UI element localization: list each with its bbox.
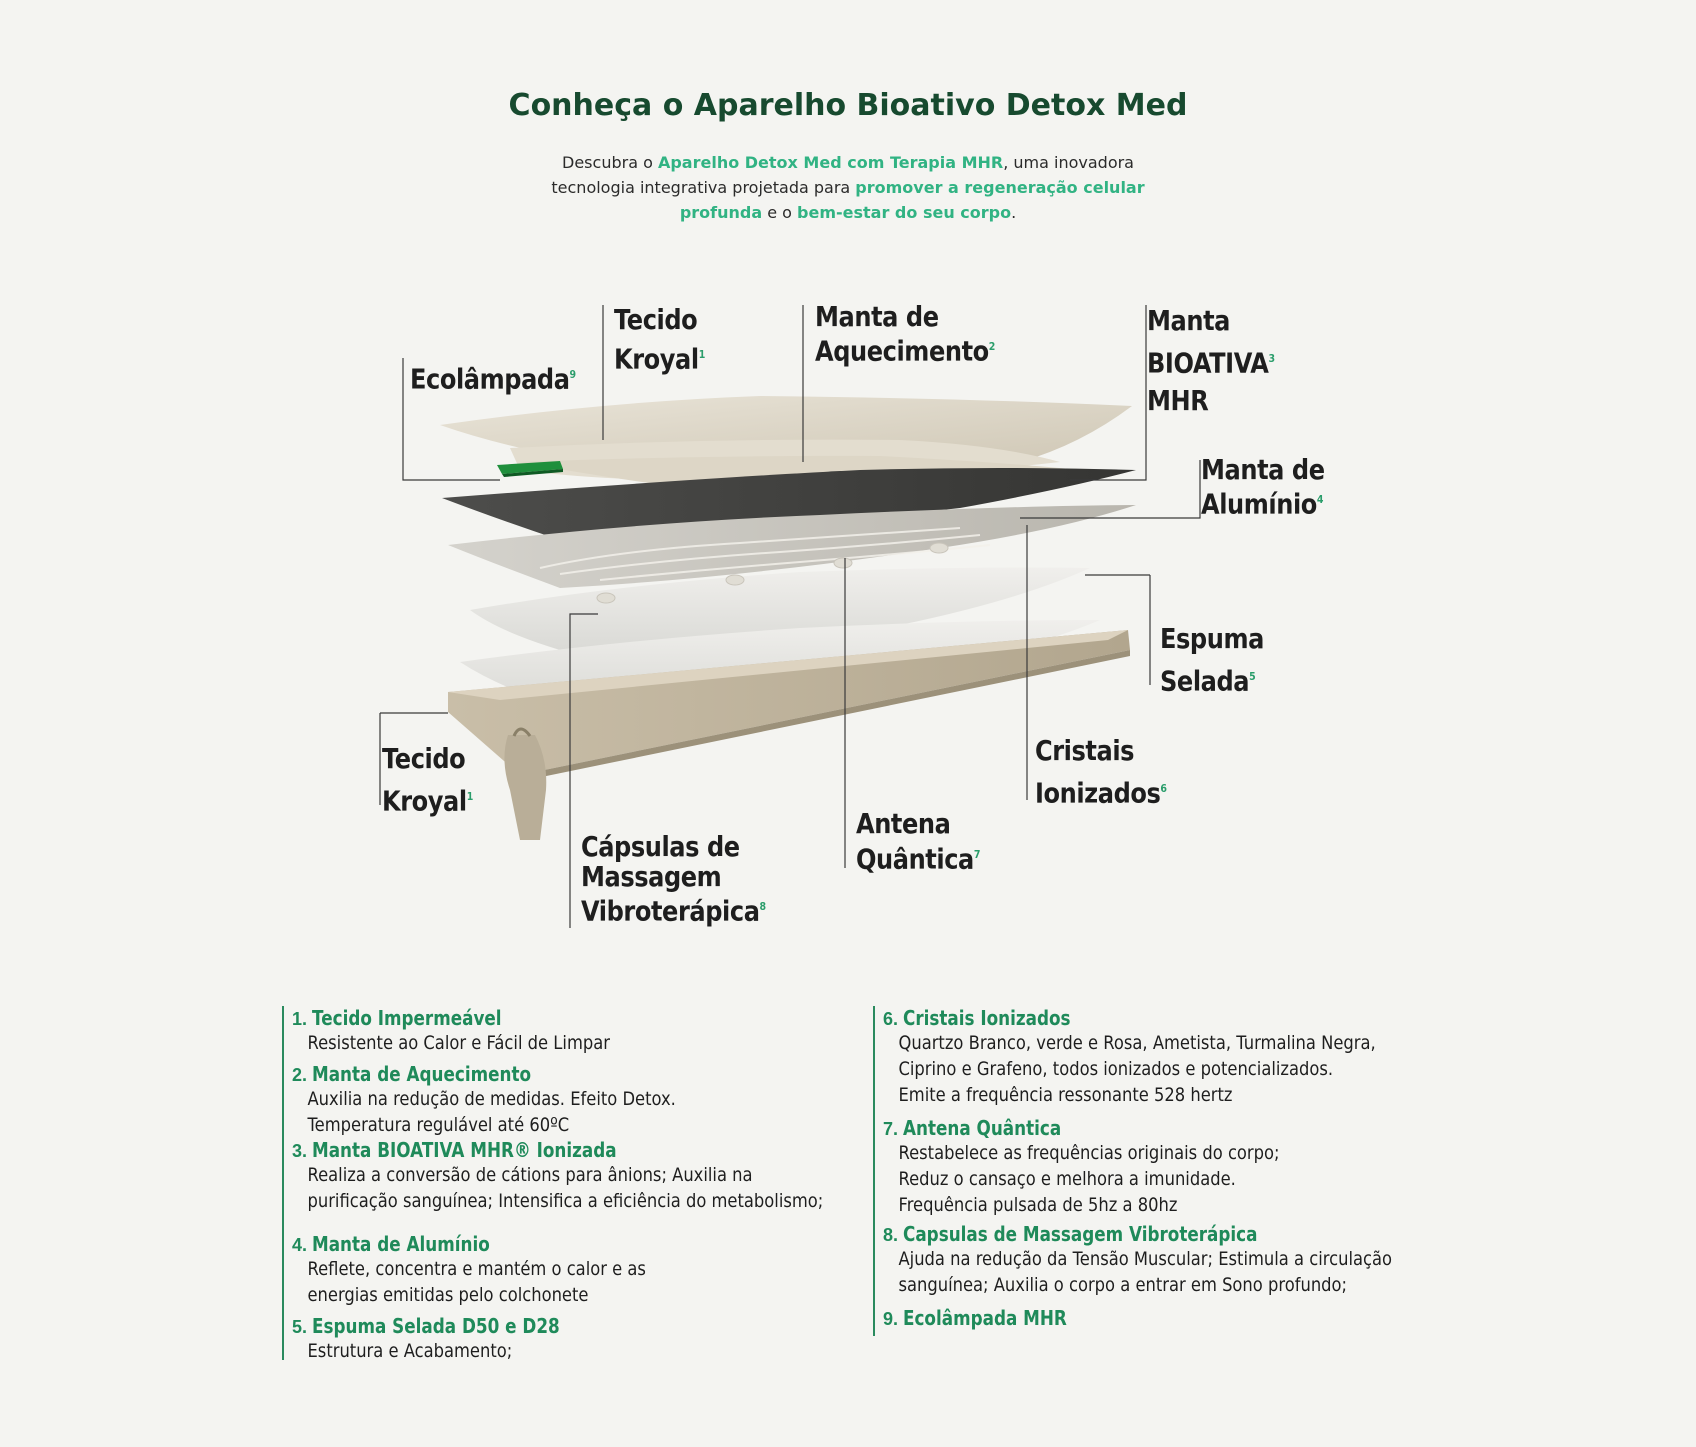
callout-ecolampada: Ecolâmpada9 xyxy=(410,362,576,396)
callout-manta-aluminio: Manta de Alumínio4 xyxy=(1201,453,1325,521)
legend-item-title: Manta de Aquecimento xyxy=(312,1062,532,1086)
callout-antena-quantica: Antena Quântica7 xyxy=(856,807,981,876)
legend-item-description: Realiza a conversão de cátions para ânio… xyxy=(307,1164,824,1212)
page-title: Conheça o Aparelho Bioativo Detox Med xyxy=(508,88,1188,123)
legend-item-number: 8. xyxy=(883,1225,904,1245)
intro-highlight: bem-estar do seu corpo xyxy=(797,203,1012,222)
callout-manta-bioativa: Manta BIOATIVA3 MHR xyxy=(1147,304,1275,418)
callout-capsulas-massagem: Cápsulas de Massagem Vibroterápica8 xyxy=(581,830,766,928)
callout-tecido-kroyal-top: Tecido Kroyal1 xyxy=(614,303,705,376)
mattress-layers-diagram xyxy=(379,305,1201,928)
intro-highlight: Aparelho Detox Med com Terapia MHR xyxy=(657,153,1004,172)
legend-item-number: 1. xyxy=(292,1009,313,1029)
legend-item-title: Cristais Ionizados xyxy=(903,1006,1071,1030)
callout-espuma-selada: Espuma Selada5 xyxy=(1160,622,1264,698)
legend-item-number: 6. xyxy=(883,1009,904,1029)
legend-item-number: 9. xyxy=(883,1309,904,1329)
callout-manta-aquecimento: Manta de Aquecimento2 xyxy=(815,300,995,368)
legend-item-number: 5. xyxy=(292,1317,313,1337)
legend-item-title: Antena Quântica xyxy=(903,1116,1062,1140)
intro-text: , uma inovadora tecnologia integrativa p… xyxy=(551,153,1134,197)
intro-highlight: promover a regeneração celular profunda xyxy=(679,178,1145,222)
legend-item-description: Quartzo Branco, verde e Rosa, Ametista, … xyxy=(898,1032,1376,1106)
legend-item-title: Tecido Impermeável xyxy=(312,1006,502,1030)
legend-item-title: Manta de Alumínio xyxy=(312,1232,490,1256)
legend-item-description: Estrutura e Acabamento; xyxy=(307,1340,513,1362)
legend-item-title: Espuma Selada D50 e D28 xyxy=(312,1314,560,1338)
legend-item-description: Resistente ao Calor e Fácil de Limpar xyxy=(307,1032,610,1054)
legend-item-title: Manta BIOATIVA MHR® Ionizada xyxy=(312,1138,617,1162)
layer-base-tray xyxy=(448,630,1130,840)
legend-item-title: Capsulas de Massagem Vibroterápica xyxy=(903,1222,1258,1246)
legend-item-number: 2. xyxy=(292,1065,313,1085)
intro-text: Descubra o xyxy=(562,153,658,172)
legend-item-number: 4. xyxy=(292,1235,313,1255)
legend-item-number: 7. xyxy=(883,1119,904,1139)
layer-manta-bioativa xyxy=(442,468,1136,540)
legend-item-description: Restabelece as frequências originais do … xyxy=(898,1142,1280,1216)
legend-item-description: Auxilia na redução de medidas. Efeito De… xyxy=(307,1088,676,1136)
legend-item: 9. Ecolâmpada MHR xyxy=(883,1306,1098,1330)
callout-leader-lines xyxy=(379,305,1201,928)
intro-text: e o xyxy=(762,203,798,222)
intro-paragraph: Descubra o Aparelho Detox Med com Terapi… xyxy=(548,150,1148,225)
legend-item-number: 3. xyxy=(292,1141,313,1161)
intro-text: . xyxy=(1011,203,1017,222)
massage-capsules xyxy=(596,542,949,604)
ecolampada-device xyxy=(497,461,563,477)
callout-tecido-kroyal-bottom: Tecido Kroyal1 xyxy=(382,742,473,818)
legend-item-description: Ajuda na redução da Tensão Muscular; Est… xyxy=(898,1248,1392,1296)
callout-cristais-ionizados: Cristais Ionizados6 xyxy=(1035,734,1167,810)
legend-item-description: Reflete, concentra e mantém o calor e as… xyxy=(307,1258,646,1306)
legend-item-title: Ecolâmpada MHR xyxy=(903,1306,1067,1330)
